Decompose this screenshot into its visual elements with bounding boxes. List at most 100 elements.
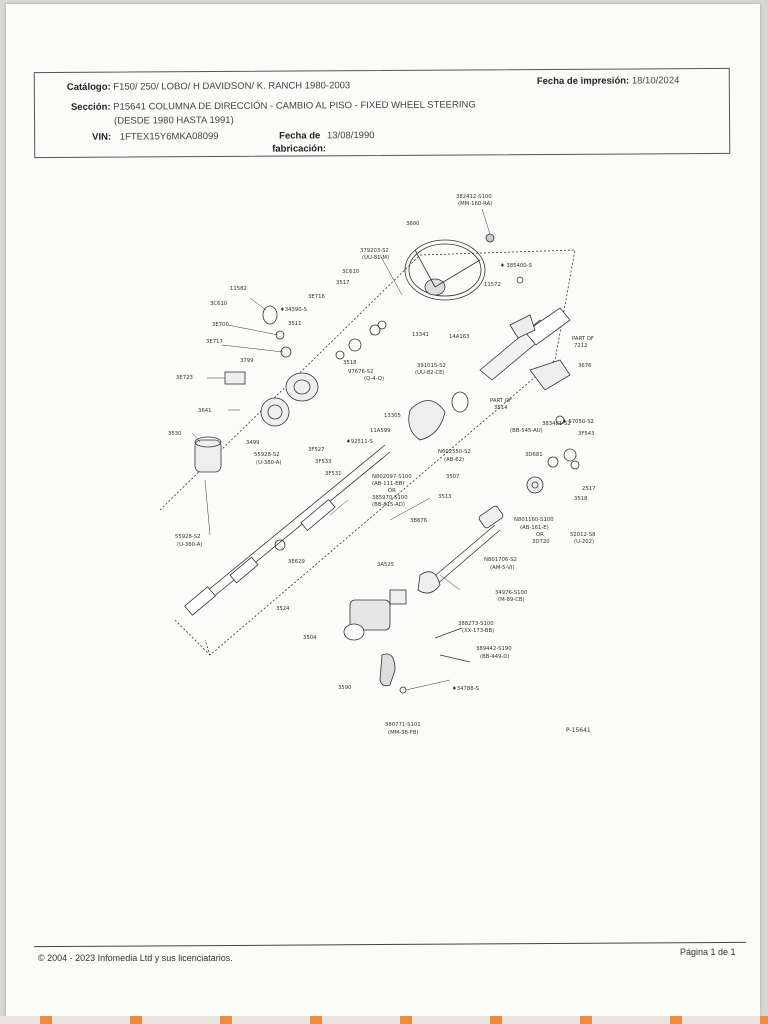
vin-label: VIN:: [92, 131, 112, 143]
shift-flange: [408, 314, 571, 441]
copyright-text: © 2004 - 2023 Infomedia Ltd y sus licenc…: [38, 953, 233, 963]
callout-57050: ♦ 57050-S2: [562, 419, 594, 425]
callout-3518-b: 3518: [574, 496, 588, 502]
section-subtitle: (DESDE 1980 HASTA 1991): [114, 114, 234, 127]
callout-34976: 34976-S100: [495, 590, 528, 596]
callout-3e716: 3E716: [308, 294, 325, 300]
callout-3511: 3511: [288, 321, 301, 327]
document-header: Catálogo: F150/ 250/ LOBO/ H DAVIDSON/ K…: [33, 67, 731, 159]
callout-3e700: 3E700: [212, 322, 229, 328]
callout-388273: 388273-S100: [458, 621, 494, 627]
callout-n602550-code: (AB-62): [444, 457, 464, 463]
callout-3499: 3499: [246, 440, 259, 446]
callout-34788: ♦34788-S: [452, 686, 480, 692]
vin-value: 1FTEX15Y6MKA08099: [119, 130, 219, 143]
callout-3517: 3517: [336, 280, 349, 286]
callout-55928-b: 55928-S2: [175, 534, 201, 540]
callout-55928-a-code: (U-380-A): [256, 460, 281, 466]
section-value: P15641 COLUMNA DE DIRECCIÓN - CAMBIO AL …: [113, 99, 476, 113]
callout-97676: 97676-S2: [348, 369, 374, 375]
part-callouts: 382412-S100 (MM-160-RA) 3600 379203-S2 (…: [168, 194, 596, 736]
callout-3504: 3504: [303, 635, 317, 641]
callout-92511: ♦92511-S: [346, 439, 374, 445]
mfg-date-label-2: fabricación:: [272, 143, 327, 155]
callout-n802097: N802097-S100: [372, 474, 412, 480]
callout-13305: 13305: [384, 413, 401, 419]
callout-382412: 382412-S100: [456, 194, 492, 200]
callout-3f527: 3F527: [308, 447, 325, 453]
callout-97676-code: (Q-4-Q): [364, 376, 384, 382]
callout-3590: 3590: [338, 685, 352, 691]
callout-382412-code: (MM-160-RA): [458, 201, 492, 207]
callout-n802097-code: (AB-111-EB): [372, 481, 404, 487]
callout-n801706: N801706-S2: [484, 557, 517, 563]
print-date-label: Fecha de impresión:: [536, 75, 630, 88]
callout-383481: 383481-S2: [542, 421, 571, 427]
print-date-value: 18/10/2024: [631, 75, 680, 87]
callout-3e723: 3E723: [176, 375, 193, 381]
callout-379203: 379203-S2: [360, 248, 389, 254]
catalog-value: F150/ 250/ LOBO/ H DAVIDSON/ K. RANCH 19…: [113, 80, 351, 93]
callout-n801160: N801160-S100: [514, 517, 554, 523]
callout-389442: 389442-S190: [476, 646, 512, 652]
callout-13341: 13341: [412, 332, 429, 338]
callout-3d681: 3D681: [525, 452, 543, 458]
callout-3799: 3799: [240, 358, 253, 364]
callout-380771: 380771-S101: [385, 722, 421, 728]
callout-3d720: 3D720: [532, 539, 550, 545]
leader-lines: [191, 208, 491, 691]
ignition-housing: [194, 305, 319, 473]
callout-3c610-b: 3C610: [210, 301, 228, 307]
callout-11572: 11572: [484, 282, 501, 288]
pitman-arm: [379, 653, 407, 694]
intermediate-shaft: [417, 476, 544, 594]
document-sheet: [6, 4, 760, 1016]
callout-3f543: 3F543: [578, 431, 595, 437]
callout-3518-a: 3518: [343, 360, 357, 366]
callout-388273-code: (XX-173-BB): [462, 628, 494, 634]
callout-34390: ♦34390-S: [280, 307, 308, 313]
steering-column-diagram: 382412-S100 (MM-160-RA) 3600 379203-S2 (…: [159, 194, 596, 736]
mfg-date-value: 13/08/1990: [326, 130, 375, 142]
callout-3a525: 3A525: [377, 562, 394, 568]
mfg-date-label: Fecha de: [279, 130, 321, 142]
callout-14a163: 14A163: [449, 334, 469, 340]
callout-379203-code: (UU-81-M): [362, 255, 389, 261]
callout-7212: 7212: [574, 343, 587, 349]
callout-3530: 3530: [168, 431, 182, 437]
callout-part-of-3514: PART OF: [490, 398, 512, 404]
callout-383481-code: (BB-545-AU): [510, 428, 543, 434]
steering-wheel: [404, 239, 486, 301]
callout-380771-code: (MM-38-FB): [388, 730, 419, 736]
callout-or-b: OR: [536, 532, 544, 538]
callout-3514: 3514: [494, 405, 508, 411]
catalog-label: Catálogo:: [66, 81, 111, 93]
steering-shaft: [184, 444, 391, 616]
callout-3513: 3513: [438, 494, 451, 500]
callout-n801160-code: (AB-161-E): [520, 525, 549, 531]
callout-or-a: OR: [388, 488, 396, 494]
callout-34976-code: (M-89-CB): [498, 597, 525, 603]
callout-3e629: 3E629: [288, 559, 305, 565]
callout-3524: 3524: [276, 606, 290, 612]
callout-385970: 385970-S100: [372, 495, 408, 501]
callout-3e717: 3E717: [206, 339, 223, 345]
callout-385970-code: (BB-815-AD): [372, 502, 405, 508]
callout-55928-b-code: (U-380-A): [177, 542, 202, 548]
section-label: Sección:: [70, 101, 111, 113]
callout-391015: 391015-S2: [417, 363, 446, 369]
callout-2517: 2517: [582, 486, 595, 492]
callout-55928-a: 55928-S2: [254, 452, 280, 458]
figure-number: P-15641: [566, 727, 591, 734]
callout-3676: 3676: [578, 363, 592, 369]
page-indicator: Página 1 de 1: [680, 947, 736, 957]
callout-n602550: N602550-S2: [438, 449, 471, 455]
callout-52012-code: (U-202): [574, 539, 594, 545]
callout-n801706-code: (AM-5-VI): [490, 565, 514, 571]
callout-391015-code: (UU-82-CE): [415, 370, 445, 376]
callout-3507: 3507: [446, 474, 459, 480]
callout-3f533: 3F533: [315, 459, 332, 465]
callout-52012: 52012-S8: [570, 532, 596, 538]
callout-3600: 3600: [406, 221, 420, 227]
callout-3c610-a: 3C610: [342, 269, 360, 275]
